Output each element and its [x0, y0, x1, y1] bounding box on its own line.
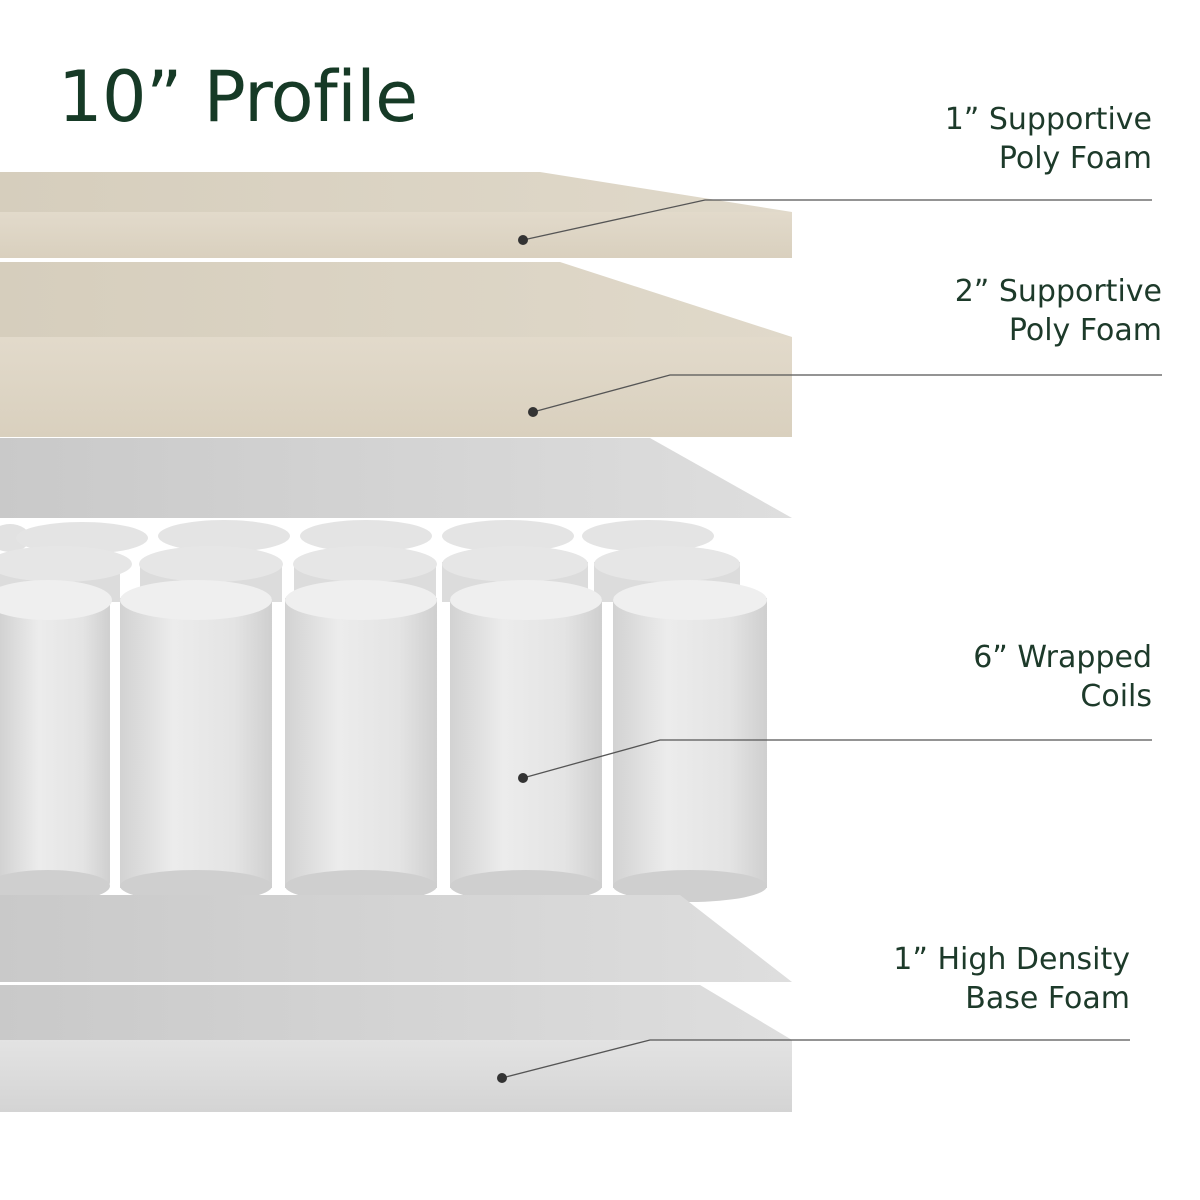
callout-1-dot [518, 235, 528, 245]
coil-row-back [0, 520, 714, 554]
layer-label-4-line1: 1” High Density [893, 942, 1130, 977]
layer-label-3: 6” Wrapped Coils [973, 638, 1152, 716]
layer-label-2-line1: 2” Supportive [954, 274, 1162, 309]
base-foam [0, 985, 792, 1112]
layer-label-1: 1” Supportive Poly Foam [945, 100, 1152, 178]
layer-1-foam [0, 172, 792, 258]
coil-row-front [0, 580, 767, 902]
callout-3-dot [518, 773, 528, 783]
layer-label-2-line2: Poly Foam [1008, 313, 1162, 348]
coil-block [0, 520, 767, 902]
callout-2 [528, 374, 1162, 417]
callout-4 [497, 1039, 1130, 1083]
callout-1 [518, 199, 1152, 245]
top-sheet [0, 438, 792, 518]
bottom-sheet [0, 895, 792, 982]
callout-2-dot [528, 407, 538, 417]
layer-label-3-line1: 6” Wrapped [973, 640, 1152, 675]
layer-label-1-line1: 1” Supportive [944, 102, 1152, 137]
layer-label-2: 2” Supportive Poly Foam [955, 272, 1162, 350]
layer-label-1-line2: Poly Foam [998, 141, 1152, 176]
layer-2-foam [0, 262, 792, 437]
layer-label-4: 1” High Density Base Foam [893, 940, 1130, 1018]
layer-label-4-line2: Base Foam [965, 981, 1130, 1016]
page-title: 10” Profile [58, 56, 418, 138]
layer-label-3-line2: Coils [1080, 679, 1152, 714]
callout-3 [518, 739, 1152, 783]
callout-4-dot [497, 1073, 507, 1083]
